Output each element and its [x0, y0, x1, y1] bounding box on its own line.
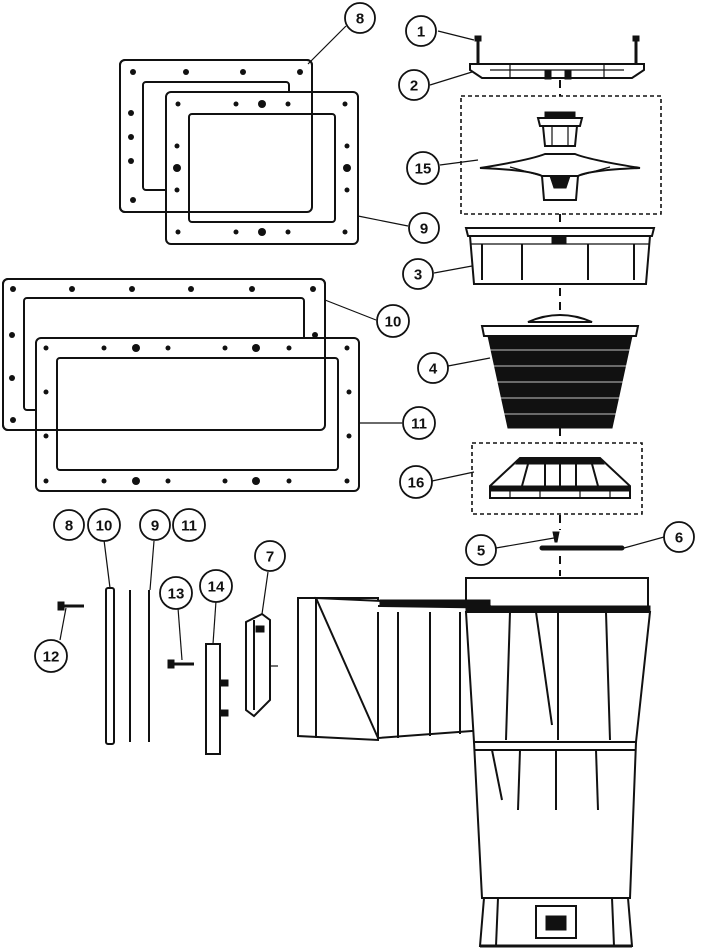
- callout-9-top: 9: [408, 212, 440, 244]
- callout-6: 6: [663, 521, 695, 553]
- gasket-9-11-edge-view: [129, 590, 150, 742]
- callout-2-label: 2: [410, 78, 418, 95]
- callout-16: 16: [399, 465, 433, 499]
- flow-regulator-part-15: [460, 95, 662, 215]
- face-plate-part-14: [205, 643, 229, 755]
- basket-mesh: [488, 349, 630, 415]
- screw-part-13: [167, 659, 194, 669]
- callout-16-label: 16: [408, 475, 425, 492]
- callout-11-top-label: 11: [411, 416, 427, 433]
- basket-part-4: [480, 314, 640, 429]
- screw-part-12: [57, 601, 84, 611]
- callout-11-top: 11: [402, 406, 436, 440]
- callout-10-bottom: 10: [87, 508, 121, 542]
- callout-8-bottom: 8: [53, 509, 85, 541]
- float-valve-part-16: [471, 442, 643, 515]
- callout-14-label: 14: [208, 579, 225, 596]
- callout-10-top: 10: [376, 304, 410, 338]
- callout-2: 2: [398, 69, 430, 101]
- gasket-8-10-edge-view: [105, 587, 115, 745]
- callout-9-top-label: 9: [420, 221, 428, 238]
- weir-part-7: [245, 612, 278, 718]
- callout-11-bottom-label: 11: [181, 518, 197, 535]
- lid-part-2: [469, 63, 645, 80]
- callout-14: 14: [199, 569, 233, 603]
- callout-10-top-label: 10: [385, 314, 402, 331]
- screws-part-1: [474, 35, 640, 64]
- screw-part-5: [552, 531, 560, 543]
- callout-15-label: 15: [415, 161, 432, 178]
- callout-12: 12: [34, 639, 68, 673]
- gasket-11-large: [2, 278, 360, 492]
- callout-6-label: 6: [675, 530, 683, 547]
- callout-13-label: 13: [168, 586, 185, 603]
- callout-5-label: 5: [477, 543, 485, 560]
- callout-15: 15: [406, 151, 440, 185]
- callout-8-top: 8: [344, 2, 376, 34]
- callout-1-label: 1: [417, 24, 425, 41]
- callout-7-label: 7: [266, 549, 274, 566]
- o-ring-part-6: [539, 545, 625, 551]
- gasket-11-holes: [43, 344, 352, 485]
- callout-13: 13: [159, 576, 193, 610]
- callout-3: 3: [402, 258, 434, 290]
- skimmer-body: [297, 577, 652, 948]
- callout-1: 1: [405, 15, 437, 47]
- callout-10-bottom-label: 10: [96, 518, 113, 535]
- gasket-9-upper: [119, 59, 359, 245]
- callout-4: 4: [417, 352, 449, 384]
- callout-3-label: 3: [414, 267, 422, 284]
- callout-9-bottom-label: 9: [151, 518, 159, 535]
- callout-5: 5: [465, 534, 497, 566]
- callout-7: 7: [254, 540, 286, 572]
- callout-11-bottom: 11: [172, 508, 206, 542]
- leader-lines: [59, 25, 665, 661]
- callout-4-label: 4: [429, 361, 438, 378]
- gasket-9-holes: [173, 100, 351, 236]
- collar-part-3: [464, 227, 656, 285]
- callout-9-bottom: 9: [139, 509, 171, 541]
- callout-8-top-label: 8: [356, 11, 364, 28]
- callout-8-bottom-label: 8: [65, 518, 73, 535]
- callout-12-label: 12: [43, 649, 60, 666]
